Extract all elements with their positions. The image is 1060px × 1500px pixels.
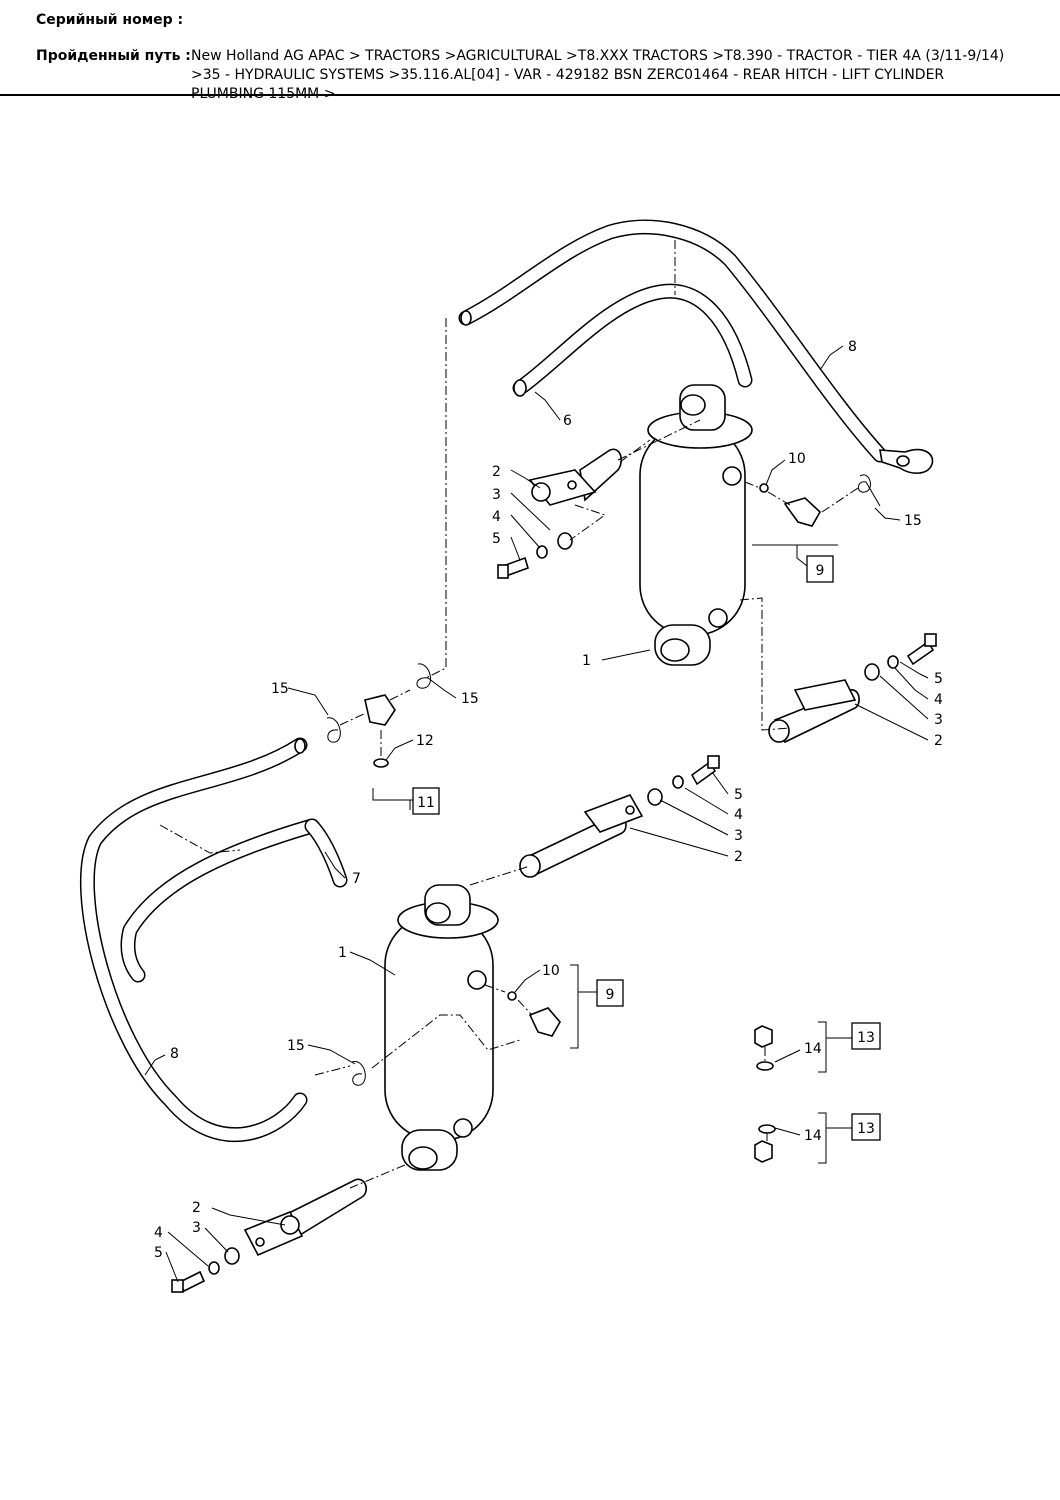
callout-10: 10	[788, 451, 806, 467]
callout-8: 8	[848, 339, 857, 355]
breadcrumb-path[interactable]: New Holland AG APAC > TRACTORS >AGRICULT…	[191, 48, 1005, 102]
callout-5: 5	[934, 671, 943, 687]
callout-1: 1	[338, 945, 347, 961]
hose-7[interactable]	[120, 818, 348, 983]
callout-5: 5	[734, 787, 743, 803]
callout-15: 15	[461, 691, 479, 707]
boxed-callout-13-upper[interactable]: 13	[851, 1022, 881, 1050]
callout-15: 15	[904, 513, 922, 529]
washer-4-top[interactable]	[536, 545, 548, 559]
serial-number-label: Серийный номер :	[36, 12, 184, 28]
washer-3-low-right[interactable]	[647, 788, 663, 806]
boxed-callout-11-text: 11	[417, 795, 435, 811]
elbow-fitting-11[interactable]	[364, 694, 396, 768]
callout-15: 15	[287, 1038, 305, 1054]
callout-12: 12	[416, 733, 434, 749]
leader-lines	[144, 345, 929, 1283]
callout-labels: 2 3 4 5 6 8 10 15 1 5 4 3 2 15 15 12 5 4…	[154, 339, 943, 1261]
clip-15-mid-right[interactable]	[416, 663, 432, 689]
callout-7: 7	[352, 871, 361, 887]
pin-2-top[interactable]	[528, 448, 622, 506]
callout-8: 8	[170, 1046, 179, 1062]
callout-5: 5	[154, 1245, 163, 1261]
pin-2-mid-right[interactable]	[768, 679, 860, 744]
boxed-callout-9-bottom[interactable]: 9	[596, 979, 624, 1007]
bolt-5-low-right[interactable]	[690, 755, 720, 786]
clip-15-bottom[interactable]	[351, 1061, 366, 1086]
callout-2: 2	[934, 733, 943, 749]
callout-6: 6	[563, 413, 572, 429]
callout-3: 3	[492, 487, 501, 503]
callout-3: 3	[734, 828, 743, 844]
callout-3: 3	[934, 712, 943, 728]
header-divider	[0, 94, 1060, 96]
callout-10: 10	[542, 963, 560, 979]
nut-13-upper[interactable]	[754, 1025, 774, 1071]
callout-2: 2	[734, 849, 743, 865]
callout-4: 4	[734, 807, 743, 823]
washer-3-bottom[interactable]	[224, 1247, 240, 1265]
boxed-callout-13-upper-text: 13	[857, 1030, 875, 1046]
washer-4-mid-right[interactable]	[887, 655, 899, 669]
assembly-lines	[159, 240, 859, 1189]
lift-cylinder-bottom[interactable]	[384, 884, 499, 1171]
boxed-callout-13-lower-text: 13	[857, 1121, 875, 1137]
boxed-callout-9-top-text: 9	[816, 563, 825, 579]
hose-8-bottom[interactable]	[79, 737, 308, 1143]
boxed-callout-13-lower[interactable]: 13	[851, 1113, 881, 1141]
clip-15-top-right[interactable]	[857, 474, 881, 507]
pin-2-bottom[interactable]	[243, 1178, 367, 1257]
callout-14: 14	[804, 1041, 822, 1057]
bolt-5-bottom[interactable]	[171, 1270, 206, 1293]
lift-cylinder-top[interactable]	[639, 384, 753, 666]
hose-8-top[interactable]	[458, 219, 934, 474]
callout-4: 4	[492, 509, 501, 525]
hose-6[interactable]	[512, 283, 753, 397]
callout-1: 1	[582, 653, 591, 669]
serial-number-row: Серийный номер :	[36, 11, 183, 30]
nut-13-lower[interactable]	[754, 1124, 776, 1163]
boxed-callout-9-bottom-text: 9	[606, 987, 615, 1003]
elbow-fitting-9-top[interactable]	[759, 483, 822, 527]
callout-14: 14	[804, 1128, 822, 1144]
washer-4-bottom[interactable]	[208, 1261, 220, 1275]
clip-15-mid-left[interactable]	[326, 717, 341, 743]
callout-4: 4	[154, 1225, 163, 1241]
callout-15: 15	[271, 681, 289, 697]
bolt-5-top[interactable]	[497, 556, 529, 579]
callout-4: 4	[934, 692, 943, 708]
bolt-5-mid-right[interactable]	[906, 633, 937, 666]
callout-3: 3	[192, 1220, 201, 1236]
washer-3-mid-right[interactable]	[864, 663, 880, 681]
callout-2: 2	[192, 1200, 201, 1216]
boxed-callout-11[interactable]: 11	[412, 787, 440, 815]
washer-3-top[interactable]	[557, 532, 573, 550]
pin-2-low-right[interactable]	[519, 794, 644, 878]
callout-2: 2	[492, 464, 501, 480]
washer-4-low-right[interactable]	[672, 775, 684, 789]
callout-5: 5	[492, 531, 501, 547]
breadcrumb-label: Пройденный путь :	[36, 48, 191, 64]
boxed-callout-9-top[interactable]: 9	[806, 555, 834, 583]
elbow-fitting-9-bottom[interactable]	[507, 991, 561, 1037]
